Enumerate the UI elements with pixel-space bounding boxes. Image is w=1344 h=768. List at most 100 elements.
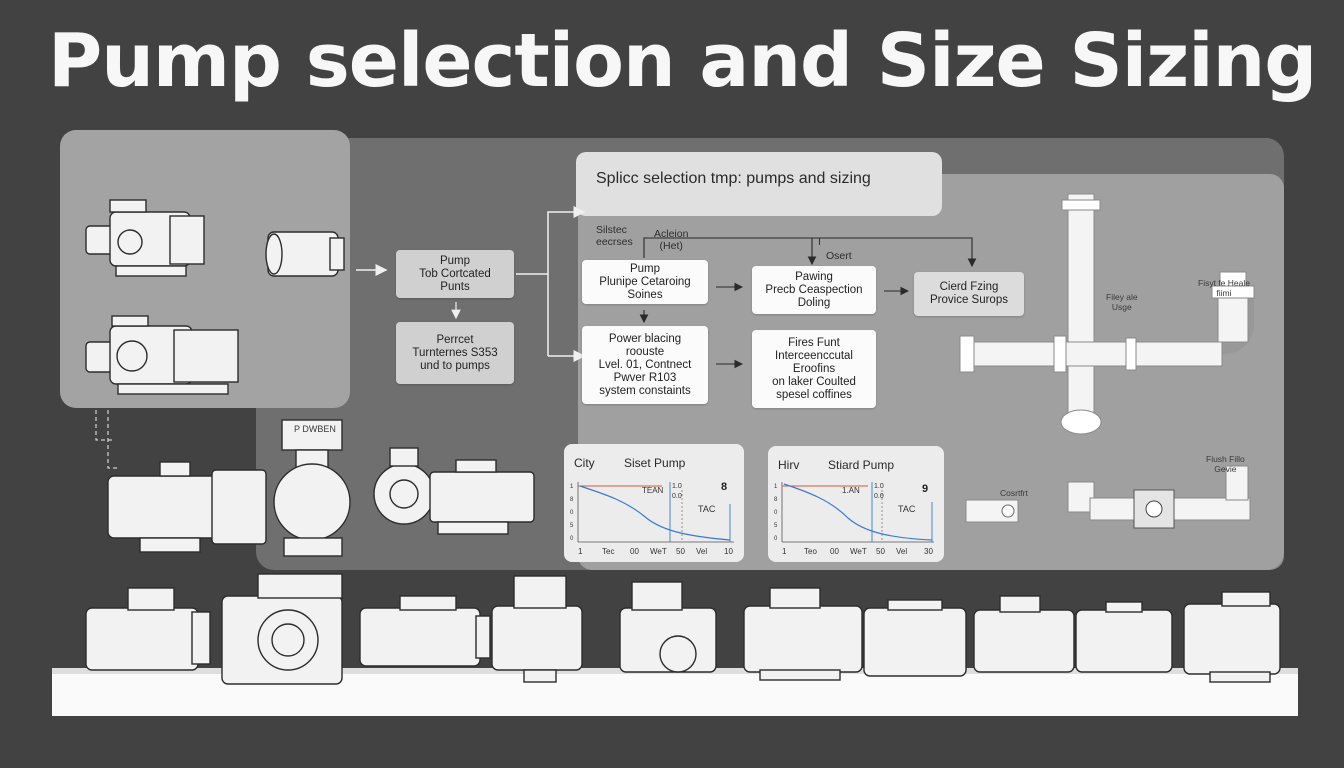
chart-x-tick: 1 [578,547,583,556]
label-line: Gevie [1214,464,1237,474]
chart-y-tick: 0 [570,510,574,516]
pump-icon-1 [85,199,205,277]
pump-icon-row-3 [359,595,491,667]
pump-icon-2 [265,231,345,277]
flow-note-left: Silstec eecrses [596,224,633,248]
chart-x-tick: 00 [630,547,639,556]
pump-parameters-node[interactable]: Perrcet Turnternes S353 und to pumps [396,322,514,384]
node-line: Plunipe Cetaroing [599,275,691,288]
flow-note-center: Acleion (Het) [654,228,688,252]
pump-curve-chart-1: City Siset Pump 1 8 0 5 0 TEAN 1.0 0.0 T… [564,444,744,562]
chart-annotation: 0.0 [672,493,682,500]
node-line: Fires Funt [788,336,840,349]
section-header: Splicc selection tmp: pumps and sizing [576,152,942,216]
node-line: system constaints [599,384,691,397]
chart-x-tick: 00 [830,547,839,556]
node-line: Pump [439,254,471,267]
node-line: Lvel. 01, Contnect [598,358,692,371]
flow-note-mid: I [818,236,821,248]
node-line: Soines [627,288,663,301]
pump-icon-row-6 [743,587,863,681]
node-line: Perrcet [436,333,474,346]
pipe-label-b: Fisyt fe Heale fiimi [1198,278,1250,298]
chart-left-label: City [574,456,595,470]
flow-node-inspection[interactable]: Pawing Precb Ceaspection Doling [752,266,876,314]
pump-icon-row-10 [1183,591,1281,683]
node-line: roouste [625,345,665,358]
chart-y-tick: 5 [570,523,574,529]
label-line: Filey ale [1106,292,1138,302]
pump-icon-row-1 [85,587,211,671]
note-line: Acleion [654,228,689,240]
label-line: Fiush Fillo [1206,454,1245,464]
chart-x-tick: 10 [724,547,733,556]
chart-annotation: 9 [922,483,928,495]
piping-illustration [959,193,1255,529]
node-line: Provice Surops [930,294,1008,306]
node-line: spesel coffines [776,388,852,401]
pump-icon-row-5 [619,581,717,673]
pump-icon-3 [85,315,239,395]
pump-type-node[interactable]: Pump Tob Cortcated Punts [396,250,514,298]
flow-node-fire-pump[interactable]: Fires Funt Interceenccutal Eroofins on l… [752,330,876,408]
node-line: Pawing [795,270,833,283]
chart-y-tick: 8 [774,497,778,503]
page-title: Pump selection and Size Sizing [48,18,1317,104]
pump-icon-6 [373,447,535,535]
pump-nameplate: P DWBEN [294,424,336,434]
note-line: (Het) [659,240,683,252]
node-line: Doling [797,296,831,309]
chart-annotation: 1.0 [874,483,884,490]
node-line: Punts [440,280,470,293]
node-line: Precb Ceaspection [765,283,863,296]
pipe-label-c: Fiush Fillo Gevie [1206,454,1245,474]
chart-annotation: 1.AN [842,486,860,495]
chart-x-tick: Vel [696,547,707,556]
chart-annotation: 1.0 [672,483,682,490]
note-line: eecrses [596,236,633,248]
chart-y-tick: 8 [570,497,574,503]
node-line: Power blacing [608,332,682,345]
pump-icon-row-9 [1075,601,1173,673]
chart-x-tick: WeT [650,547,667,556]
chart-y-tick: 1 [774,484,778,490]
chart-x-tick: 50 [676,547,685,556]
chart-y-tick: 1 [570,484,574,490]
chart-x-tick: WeT [850,547,867,556]
chart-x-tick: Teo [804,547,817,556]
node-line: Turnternes S353 [412,346,498,359]
node-line: Tob Cortcated [419,267,491,280]
pump-icon-row-2 [221,573,343,685]
flow-node-pump-selection[interactable]: Pump Plunipe Cetaroing Soines [582,260,708,304]
label-line: Fisyt fe Heale [1198,278,1250,288]
flow-node-sizing[interactable]: Cierd Fzing Provice Surops [914,272,1024,316]
node-line: Cierd Fzing [939,281,999,293]
pump-icon-5 [273,419,351,557]
chart-y-tick: 5 [774,523,778,529]
node-line: Pump [629,262,661,275]
node-line: und to pumps [420,359,490,372]
node-line: Interceenccutal [775,349,853,362]
chart-annotation: TAC [698,504,716,514]
chart-annotation: 8 [721,481,727,493]
chart-annotation: TAC [898,504,916,514]
pump-drawings-left [85,199,345,395]
chart-x-tick: Vel [896,547,907,556]
chart-annotation: 0.0 [874,493,884,500]
pump-icon-row-8 [973,595,1075,673]
pipe-label-a: Filey ale Usge [1106,292,1138,312]
chart-title: Siset Pump [624,456,686,470]
flow-node-power[interactable]: Power blacing roouste Lvel. 01, Contnect… [582,326,708,404]
pump-curve-chart-2: Hirv Stiard Pump 1 8 0 5 0 1.AN 1.0 0.0 … [768,446,944,562]
chart-annotation: TEAN [642,486,664,495]
chart-x-tick: 50 [876,547,885,556]
chart-x-tick: 1 [782,547,787,556]
pump-icon-row-4 [491,575,583,683]
chart-y-tick: 0 [774,536,778,542]
node-line: Eroofins [792,362,836,375]
label-line: Usge [1111,302,1132,312]
chart-y-tick: 0 [570,536,574,542]
chart-left-label: Hirv [778,458,800,472]
pump-icon-4 [107,461,267,553]
